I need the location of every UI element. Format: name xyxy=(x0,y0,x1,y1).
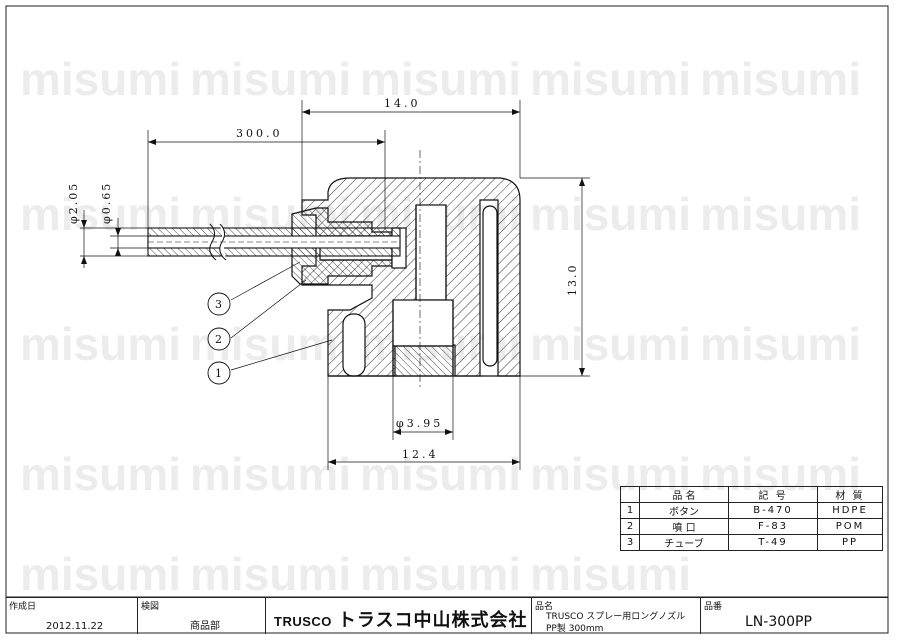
dimension-lines xyxy=(80,100,590,470)
dim-height: 13.0 xyxy=(566,264,579,297)
product-spec: PP製 300mm xyxy=(546,624,604,634)
dim-tube-length: 300.0 xyxy=(236,127,283,140)
svg-text:misumi: misumi xyxy=(700,318,861,370)
table-row: 2 噴 口 F-83 POM xyxy=(620,518,883,535)
svg-text:misumi: misumi xyxy=(700,188,861,240)
inspect-cell: 検図 商品部 xyxy=(137,598,266,634)
dim-overall-length: 14.0 xyxy=(384,97,421,110)
svg-text:1: 1 xyxy=(215,367,222,380)
table-row: 3 チューブ T-49 PP xyxy=(620,534,883,551)
tube-section xyxy=(147,223,401,261)
created-label: 作成日 xyxy=(9,602,37,612)
svg-text:misumi: misumi xyxy=(190,448,351,500)
svg-text:misumi: misumi xyxy=(530,53,691,105)
brand-en: TRUSCO xyxy=(274,614,332,629)
part-number: LN-300PP xyxy=(745,614,812,630)
created-cell: 作成日 2012.11.22 xyxy=(6,598,137,634)
header-material: 材 質 xyxy=(817,486,883,503)
watermark-text: misumi xyxy=(20,53,181,105)
title-block: 作成日 2012.11.22 検図 商品部 TRUSCO トラスコ中山株式会社 品… xyxy=(6,597,888,634)
table-row: 1 ボタン B-470 HDPE xyxy=(620,502,883,519)
company-cell: TRUSCO トラスコ中山株式会社 xyxy=(265,598,532,634)
svg-text:misumi: misumi xyxy=(20,448,181,500)
svg-text:misumi: misumi xyxy=(360,548,521,600)
svg-text:misumi: misumi xyxy=(700,53,861,105)
svg-text:misumi: misumi xyxy=(530,548,691,600)
dim-inner-diameter: φ0.65 xyxy=(100,182,113,224)
partno-cell: 品番 LN-300PP xyxy=(700,598,889,634)
arrowheads xyxy=(81,109,585,465)
parts-table: 品 名 記 号 材 質 1 ボタン B-470 HDPE 2 噴 口 F-83 … xyxy=(620,486,883,551)
svg-text:misumi: misumi xyxy=(530,318,691,370)
dim-outer-diameter: φ2.05 xyxy=(67,182,80,224)
partno-label: 品番 xyxy=(704,602,723,612)
svg-text:misumi: misumi xyxy=(190,53,351,105)
callout-2: 2 xyxy=(207,327,231,351)
svg-text:2: 2 xyxy=(215,333,222,346)
svg-text:misumi: misumi xyxy=(20,318,181,370)
callout-3: 3 xyxy=(207,292,231,316)
dim-bore-diameter: φ3.95 xyxy=(396,417,443,430)
inspect-dept: 商品部 xyxy=(190,621,220,632)
company-logo: TRUSCO トラスコ中山株式会社 xyxy=(274,606,528,632)
dim-body-width: 12.4 xyxy=(402,448,439,461)
product-cell: 品名 TRUSCO スプレー用ロングノズル PP製 300mm xyxy=(531,598,701,634)
svg-text:misumi: misumi xyxy=(360,53,521,105)
svg-text:misumi: misumi xyxy=(360,448,521,500)
drawing-frame xyxy=(5,5,889,634)
header-code: 記 号 xyxy=(728,486,818,503)
svg-text:misumi: misumi xyxy=(20,548,181,600)
button-body-section xyxy=(301,177,521,377)
parts-table-header: 品 名 記 号 材 質 xyxy=(620,486,883,503)
svg-text:misumi: misumi xyxy=(530,188,691,240)
svg-text:3: 3 xyxy=(215,298,222,311)
callout-1: 1 xyxy=(207,361,231,385)
product-label: 品名 xyxy=(535,602,554,612)
header-name: 品 名 xyxy=(639,486,729,503)
inspect-label: 検図 xyxy=(141,602,160,612)
svg-text:misumi: misumi xyxy=(190,548,351,600)
product-name: TRUSCO スプレー用ロングノズル xyxy=(546,612,686,622)
created-date: 2012.11.22 xyxy=(46,621,104,632)
brand-jp: トラスコ中山株式会社 xyxy=(337,610,528,630)
